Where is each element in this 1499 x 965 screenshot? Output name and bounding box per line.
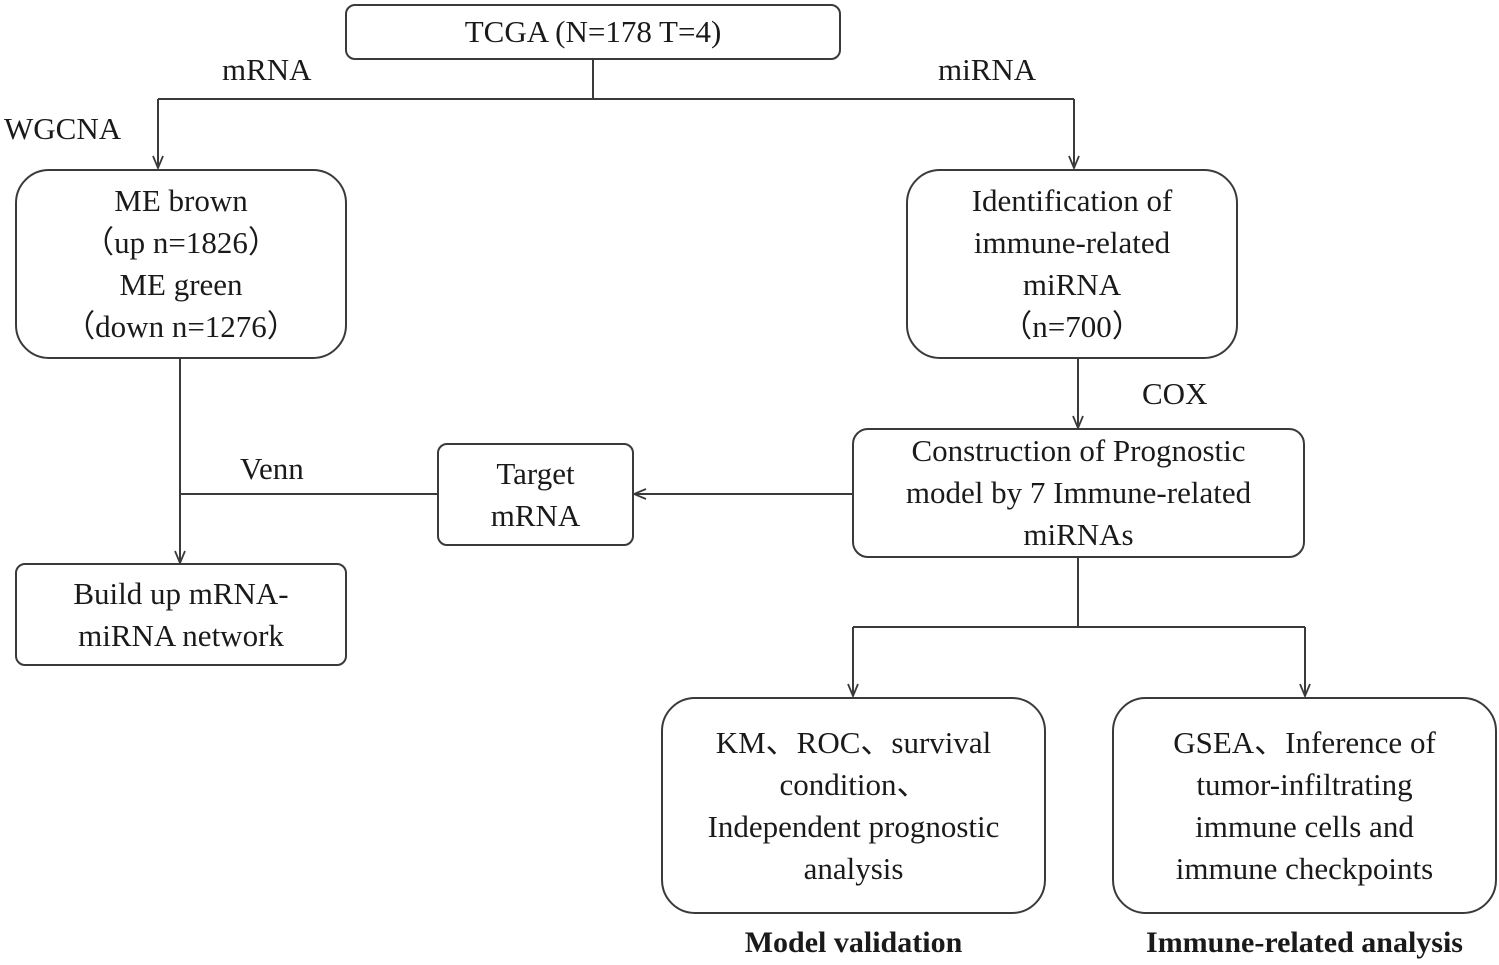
me-modules-line-2: （up n=1826） <box>83 225 279 260</box>
mrna-edge-label: mRNA <box>222 52 312 87</box>
immune-analysis-line-1: GSEA、Inference of <box>1173 724 1436 760</box>
immune-analysis-caption: Immune-related analysis <box>1146 926 1463 959</box>
target-mrna-line-1: Target <box>496 455 575 491</box>
validation-line-3: Independent prognostic <box>707 808 1000 844</box>
network-line-2: miRNA network <box>78 617 284 653</box>
network-line-1: Build up mRNA- <box>73 575 289 611</box>
prognostic-model-line-3: miRNAs <box>1023 517 1134 552</box>
prognostic-model-box: Construction of Prognostic model by 7 Im… <box>852 428 1305 558</box>
prognostic-model-line-2: model by 7 Immune-related <box>905 475 1252 510</box>
immune-analysis-line-2: tumor-infiltrating <box>1196 766 1413 802</box>
immune-mirna-line-2: immune-related <box>973 225 1171 260</box>
wgcna-edge-label: WGCNA <box>4 111 122 146</box>
immune-analysis-line-3: immune cells and <box>1195 808 1414 844</box>
me-modules-line-4: （down n=1276） <box>64 309 298 344</box>
validation-box: KM、ROC、survival condition、 Independent p… <box>661 697 1046 914</box>
immune-analysis-box: GSEA、Inference of tumor-infiltrating imm… <box>1112 697 1497 914</box>
immune-mirna-line-3: miRNA <box>1022 267 1122 302</box>
validation-line-1: KM、ROC、survival <box>715 724 992 760</box>
network-box: Build up mRNA- miRNA network <box>15 563 347 666</box>
target-mrna-box: Target mRNA <box>437 443 634 546</box>
immune-mirna-line-1: Identification of <box>971 183 1173 218</box>
immune-mirna-box: Identification of immune-related miRNA （… <box>906 169 1238 359</box>
validation-line-4: analysis <box>803 850 904 886</box>
tcga-box: TCGA (N=178 T=4) <box>345 4 841 60</box>
tcga-line-1: TCGA (N=178 T=4) <box>464 14 722 49</box>
me-modules-box: ME brown （up n=1826） ME green （down n=12… <box>15 169 347 359</box>
me-modules-line-3: ME green <box>119 267 243 302</box>
model-validation-caption: Model validation <box>744 926 963 959</box>
validation-line-2: condition、 <box>779 766 928 802</box>
prognostic-model-line-1: Construction of Prognostic <box>911 433 1246 468</box>
mirna-edge-label: miRNA <box>938 52 1037 87</box>
immune-mirna-line-4: （n=700） <box>1001 309 1143 344</box>
cox-edge-label: COX <box>1142 376 1208 411</box>
target-mrna-line-2: mRNA <box>490 497 581 533</box>
immune-analysis-line-4: immune checkpoints <box>1175 850 1434 886</box>
me-modules-line-1: ME brown <box>114 183 248 218</box>
venn-edge-label: Venn <box>240 451 304 486</box>
